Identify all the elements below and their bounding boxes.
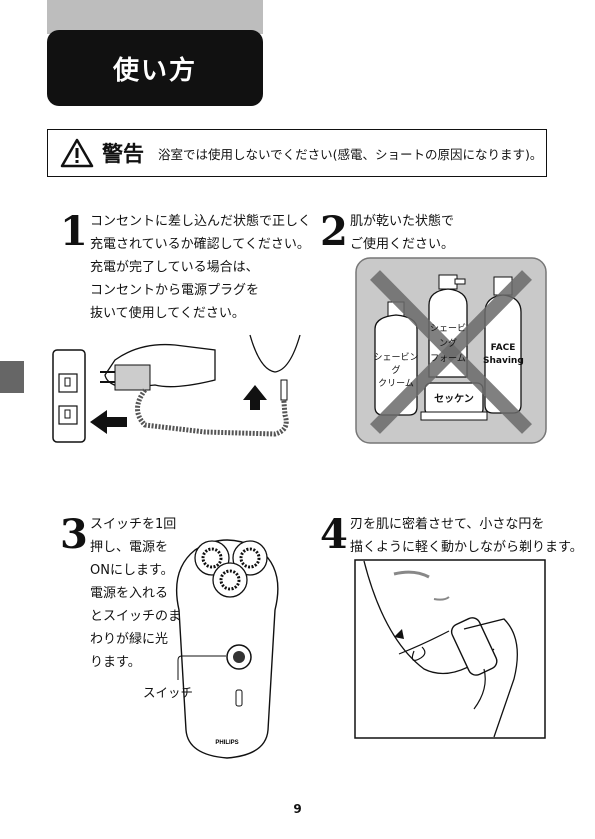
step-2-text: 肌が乾いた状態で ご使用ください。: [350, 214, 455, 252]
bottle-1-label: シェービング クリーム: [373, 353, 419, 389]
bottle-3-label: FACE Shaving: [483, 343, 524, 366]
products-illustration: シェービング クリーム シェービング フォーム FACE Shaving セッケ…: [355, 257, 547, 444]
step-1-text: コンセントに差し込んだ状態で正しく 充電されているか確認してください。 充電が完…: [90, 214, 312, 321]
step-1-number: 1: [60, 208, 88, 255]
bottle-2-label: シェービング フォーム: [429, 324, 466, 364]
page-number: 9: [293, 802, 302, 816]
warning-text: 浴室では使用しないでください(感電、ショートの原因になります)。: [158, 146, 543, 162]
section-title-box: 使い方: [47, 30, 263, 106]
step-3-text: スイッチを1回 押し、電源を ONにします。 電源を入れる とスイッチのま わり…: [90, 517, 182, 670]
shaving-face-illustration: [354, 559, 546, 739]
side-index-tab: [0, 361, 24, 393]
step-4-text: 刃を肌に密着させて、小さな円を 描くように軽く動かしながら剃ります。: [350, 517, 583, 555]
shaver-brand: PHILIPS: [215, 740, 238, 746]
step-4-number: 4: [320, 511, 348, 558]
page-title: 使い方: [112, 55, 197, 86]
warning-triangle-icon: [60, 138, 94, 168]
step-2-number: 2: [320, 208, 348, 255]
warning-box: 警告 浴室では使用しないでください(感電、ショートの原因になります)。: [47, 129, 547, 177]
soap-label: セッケン: [434, 394, 474, 405]
header-tab: [47, 0, 263, 34]
step-3-number: 3: [60, 511, 88, 558]
warning-title: 警告: [102, 142, 144, 166]
charging-illustration: [52, 334, 301, 443]
shaver-illustration: PHILIPS: [175, 539, 279, 759]
switch-label: スイッチ: [143, 685, 194, 700]
